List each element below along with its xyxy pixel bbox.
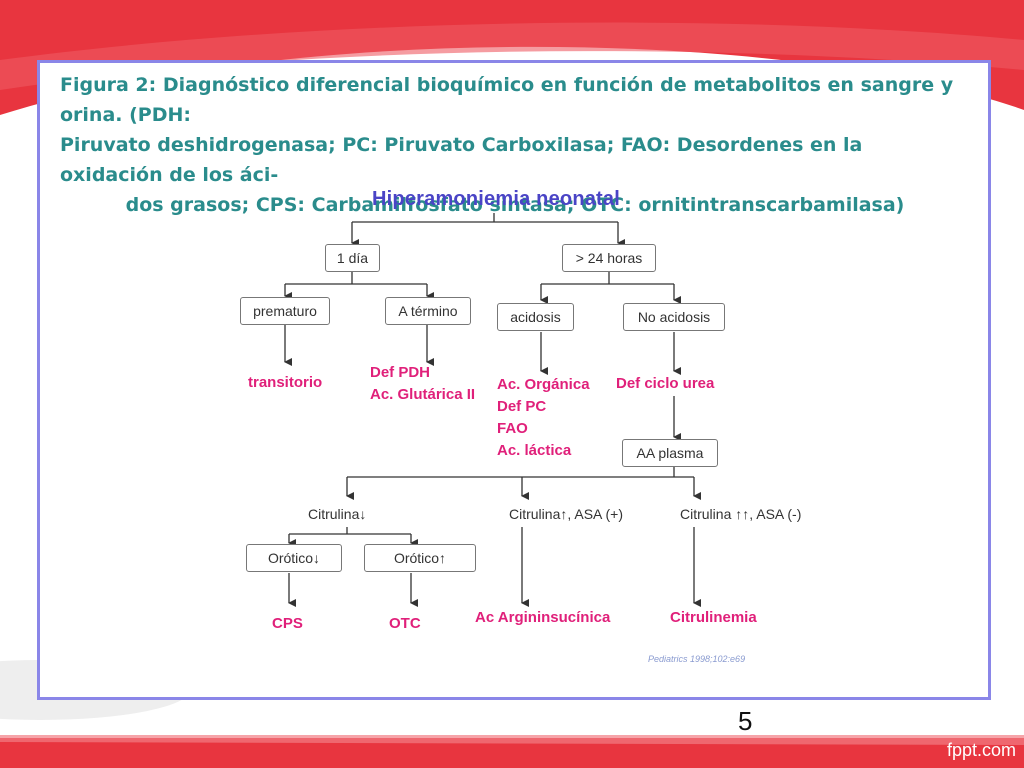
result-citrulinemia: Citrulinemia bbox=[670, 609, 757, 626]
figure-caption: Figura 2: Diagnóstico diferencial bioquí… bbox=[60, 70, 970, 220]
node-a-termino: A término bbox=[385, 297, 471, 325]
result-glutarica: Ac. Glutárica II bbox=[370, 386, 476, 403]
result-ac-argininsucinica: Ac Argininsucínica bbox=[475, 609, 611, 626]
label-citrulina-low: Citrulina↓ bbox=[308, 506, 367, 522]
result-ac-lactica: Ac. láctica bbox=[497, 442, 572, 459]
result-termino: Def PDH Ac. Glutárica II bbox=[370, 362, 475, 406]
node-acidosis: acidosis bbox=[497, 303, 574, 331]
caption-line-2: Piruvato deshidrogenasa; PC: Piruvato Ca… bbox=[60, 134, 863, 186]
result-def-pc: Def PC bbox=[497, 398, 547, 415]
node-orotico-low: Orótico↓ bbox=[246, 544, 342, 572]
node-no-acidosis: No acidosis bbox=[623, 303, 725, 331]
root-node: Hiperamoniemia neonatal bbox=[372, 188, 620, 210]
result-cps: CPS bbox=[272, 615, 303, 632]
caption-line-1: Figura 2: Diagnóstico diferencial bioquí… bbox=[60, 74, 954, 126]
result-ac-organica: Ac. Orgánica bbox=[497, 376, 590, 393]
label-citrulina-very-high: Citrulina ↑↑, ASA (-) bbox=[680, 506, 802, 522]
node-orotico-high: Orótico↑ bbox=[364, 544, 476, 572]
figure-frame bbox=[37, 60, 991, 700]
page-number: 5 bbox=[738, 706, 753, 736]
caption-line-3: dos grasos; CPS: Carbamilfosfato sintasa… bbox=[125, 194, 905, 216]
result-transitorio: transitorio bbox=[248, 374, 323, 391]
label-citrulina-high: Citrulina↑, ASA (+) bbox=[509, 506, 623, 522]
result-acidosis: Ac. Orgánica Def PC FAO Ac. láctica bbox=[497, 374, 590, 462]
result-def-pdh: Def PDH bbox=[370, 364, 431, 381]
source-citation: Pediatrics 1998;102:e69 bbox=[648, 654, 746, 664]
node-24-horas: > 24 horas bbox=[562, 244, 656, 272]
result-fao: FAO bbox=[497, 420, 528, 437]
result-otc: OTC bbox=[389, 615, 421, 632]
node-prematuro: prematuro bbox=[240, 297, 330, 325]
result-def-ciclo-urea: Def ciclo urea bbox=[616, 375, 715, 392]
node-1-dia: 1 día bbox=[325, 244, 380, 272]
node-aa-plasma: AA plasma bbox=[622, 439, 718, 467]
footer-brand: fppt.com bbox=[946, 740, 1016, 760]
